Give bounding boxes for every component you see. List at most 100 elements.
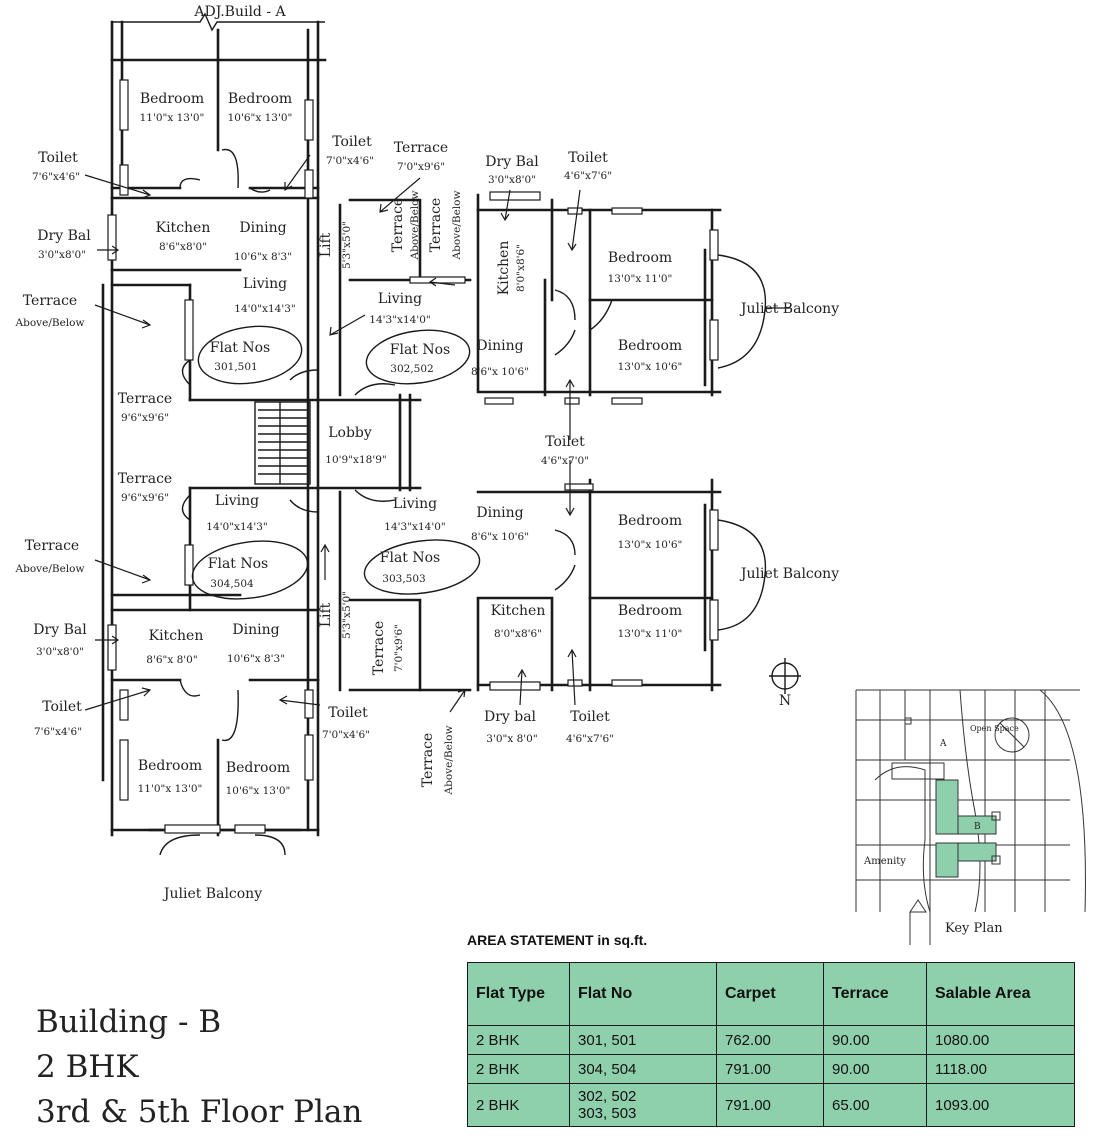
header-flat-no: Flat No — [569, 962, 717, 1026]
cell-flat-type: 2 BHK — [467, 1054, 570, 1084]
room-dim: 8'0"x8'6" — [494, 628, 542, 640]
room-dim: Above/Below — [15, 563, 85, 575]
cell-flat-no: 304, 504 — [569, 1054, 717, 1084]
room-name: Terrace — [118, 471, 172, 487]
flat-numbers: 304,504 — [210, 578, 254, 590]
room-name: Terrace — [25, 538, 79, 554]
room-dim: 10'6"x 13'0" — [228, 112, 293, 124]
room-name: Bedroom — [228, 91, 292, 107]
room-name: Toilet — [545, 434, 585, 450]
leader-arrows — [84, 154, 790, 713]
header-carpet: Carpet — [716, 962, 824, 1026]
room-dim: 7'0"x9'6" — [397, 161, 445, 173]
room-name: Terrace — [23, 293, 77, 309]
room-name: Living — [215, 493, 259, 509]
room-dim: 4'6"x7'6" — [566, 733, 614, 745]
cell-terrace: 90.00 — [823, 1054, 927, 1084]
room-dim: 3'0"x8'0" — [488, 174, 536, 186]
room-dim: Above/Below — [15, 317, 85, 329]
room-name: Kitchen — [491, 603, 546, 619]
room-name: Living — [378, 291, 422, 307]
room-name: Dry Bal — [33, 622, 87, 638]
room-dim: 10'9"x18'9" — [325, 454, 386, 466]
room-dim: 8'6"x 8'0" — [146, 654, 197, 666]
cell-flat-type: 2 BHK — [467, 1083, 570, 1127]
room-name: Bedroom — [618, 603, 682, 619]
cell-terrace: 90.00 — [823, 1025, 927, 1055]
room-dim: 13'0"x 10'6" — [618, 539, 683, 551]
room-name: Bedroom — [618, 338, 682, 354]
juliet-labels: Juliet Balcony Juliet Balcony Juliet Bal… — [162, 301, 839, 902]
area-statement-title: AREA STATEMENT in sq.ft. — [467, 932, 648, 948]
flat-no-line: 302, 502 — [578, 1088, 637, 1105]
room-name: Living — [243, 276, 287, 292]
flat-name: Flat Nos — [380, 550, 440, 566]
table-row: 2 BHK 301, 501 762.00 90.00 1080.00 — [467, 1025, 1075, 1055]
room-name: Terrace — [371, 621, 387, 675]
room-name: Terrace — [428, 198, 444, 252]
room-dim: 9'6"x9'6" — [121, 492, 169, 504]
north-arrow-icon: N — [769, 658, 801, 709]
flat-name: Flat Nos — [390, 342, 450, 358]
room-dim: 5'3"x5'0" — [341, 221, 353, 269]
room-dim: 14'3"x14'0" — [384, 521, 445, 533]
cell-carpet: 791.00 — [716, 1054, 824, 1084]
table-row: 2 BHK 304, 504 791.00 90.00 1118.00 — [467, 1054, 1075, 1084]
drawing-title: Building - B 2 BHK 3rd & 5th Floor Plan — [36, 1000, 362, 1135]
room-dim: 13'0"x 11'0" — [618, 628, 683, 640]
flat-numbers: 303,503 — [382, 573, 425, 585]
title-type: 2 BHK — [36, 1049, 139, 1085]
room-dim: 8'6"x 10'6" — [471, 531, 529, 543]
cell-carpet: 762.00 — [716, 1025, 824, 1055]
room-dim: 11'0"x 13'0" — [140, 112, 205, 124]
room-dim: 14'3"x14'0" — [369, 314, 430, 326]
room-name: Dining — [239, 220, 286, 236]
cell-salable: 1080.00 — [926, 1025, 1075, 1055]
title-building: Building - B — [36, 1004, 222, 1040]
room-dim: 3'0"x8'0" — [36, 646, 84, 658]
room-dim: 7'6"x4'6" — [34, 726, 82, 738]
doors — [179, 148, 613, 742]
room-dim: 4'6"x7'6" — [564, 170, 612, 182]
terrace-vertical-name: Terrace — [390, 198, 406, 252]
room-dim: 14'0"x14'3" — [206, 521, 267, 533]
flat-no-line: 303, 503 — [578, 1105, 637, 1122]
room-name: Terrace — [118, 391, 172, 407]
room-dim: 7'0"x4'6" — [322, 729, 370, 741]
room-dim: 7'0"x4'6" — [326, 155, 374, 167]
flat-name: Flat Nos — [208, 556, 268, 572]
adjacent-building-label: ADJ.Build - A — [193, 4, 286, 20]
header-terrace: Terrace — [823, 962, 927, 1026]
room-dim: 10'6"x 8'3" — [227, 653, 285, 665]
key-open-space: Open Space — [970, 724, 1019, 733]
cell-flat-no: 302, 502 303, 503 — [569, 1083, 717, 1127]
cell-terrace: 65.00 — [823, 1083, 927, 1127]
room-name: Toilet — [568, 150, 608, 166]
room-name: Bedroom — [140, 91, 204, 107]
room-name: Toilet — [42, 699, 82, 715]
room-name: Lobby — [328, 425, 372, 441]
room-name: Dry bal — [484, 709, 537, 725]
key-plan-label: Key Plan — [945, 921, 1003, 936]
room-dim: 8'6"x8'0" — [159, 241, 207, 253]
flat-name: Flat Nos — [210, 340, 270, 356]
key-building-a: A — [939, 739, 947, 749]
north-label: N — [779, 693, 791, 709]
room-dim: 7'6"x4'6" — [32, 171, 80, 183]
room-labels: Bedroom 11'0"x 13'0" Bedroom 10'6"x 13'0… — [15, 4, 683, 797]
room-name: Terrace — [394, 140, 448, 156]
room-name: Living — [393, 496, 437, 512]
cell-salable: 1118.00 — [926, 1054, 1075, 1084]
key-building-b: B — [974, 822, 981, 832]
room-name: Kitchen — [149, 628, 204, 644]
room-dim: 8'6"x 10'6" — [471, 366, 529, 378]
room-name: Bedroom — [138, 758, 202, 774]
key-amenity: Amenity — [863, 856, 906, 867]
juliet-balconies — [159, 254, 767, 856]
juliet-balcony-label: Juliet Balcony — [739, 566, 839, 582]
room-name: Bedroom — [618, 513, 682, 529]
flat-ovals — [191, 325, 481, 600]
room-name: Dining — [476, 338, 523, 354]
header-flat-type: Flat Type — [467, 962, 570, 1026]
room-name: Lift — [318, 602, 334, 627]
